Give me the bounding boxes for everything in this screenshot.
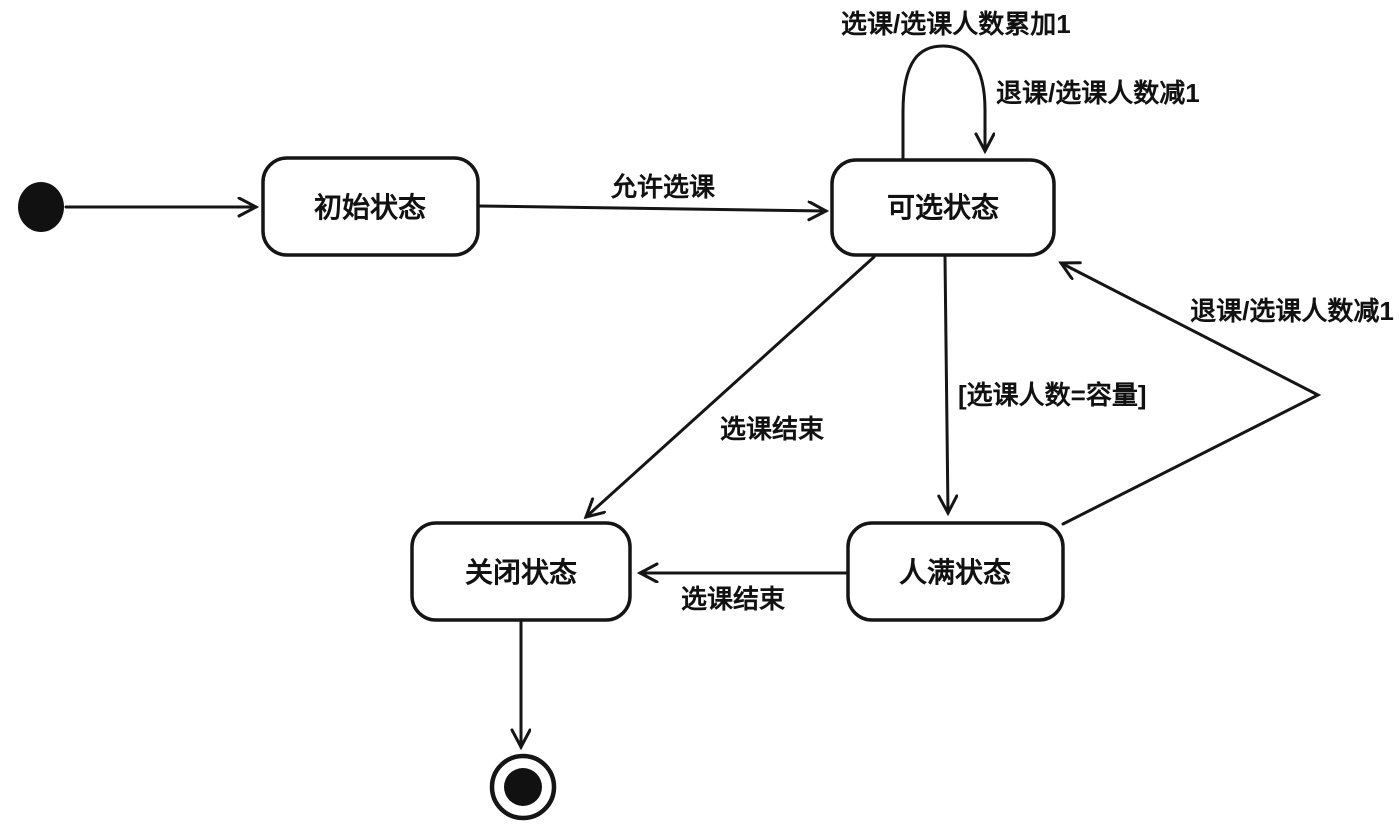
edge-label-self-loop-select: 选课/选课人数累加1 <box>841 9 1071 39</box>
edge-self-loop: 选课/选课人数累加1 退课/选课人数减1 <box>841 9 1200 160</box>
state-node-closed: 关闭状态 <box>410 521 632 622</box>
state-node-full: 人满状态 <box>846 521 1065 622</box>
edge-selection-end-from-selectable: 选课结束 <box>586 255 876 517</box>
edge-label-drop-from-full: 退课/选课人数减1 <box>1190 296 1394 326</box>
edge-label-capacity-guard: [选课人数=容量] <box>958 380 1147 410</box>
final-state-icon <box>489 753 557 821</box>
edge-label-self-loop-drop: 退课/选课人数减1 <box>996 78 1200 108</box>
edge-label-allow-selection: 允许选课 <box>610 172 716 202</box>
edge-capacity-guard: [选课人数=容量] <box>945 255 1147 513</box>
edge-allow-selection: 允许选课 <box>477 172 826 211</box>
state-node-selectable: 可选状态 <box>830 158 1056 257</box>
state-label-full: 人满状态 <box>899 557 1011 588</box>
state-node-initial: 初始状态 <box>261 156 480 257</box>
edge-selection-end-from-full: 选课结束 <box>640 573 848 614</box>
edge-label-selection-end-1: 选课结束 <box>720 414 825 444</box>
edge-label-selection-end-2: 选课结束 <box>681 584 786 614</box>
state-label-initial: 初始状态 <box>314 192 426 223</box>
state-label-selectable: 可选状态 <box>887 192 999 223</box>
edge-drop-from-full: 退课/选课人数减1 <box>1061 263 1394 526</box>
state-label-closed: 关闭状态 <box>465 557 577 588</box>
initial-state-icon <box>18 182 64 232</box>
